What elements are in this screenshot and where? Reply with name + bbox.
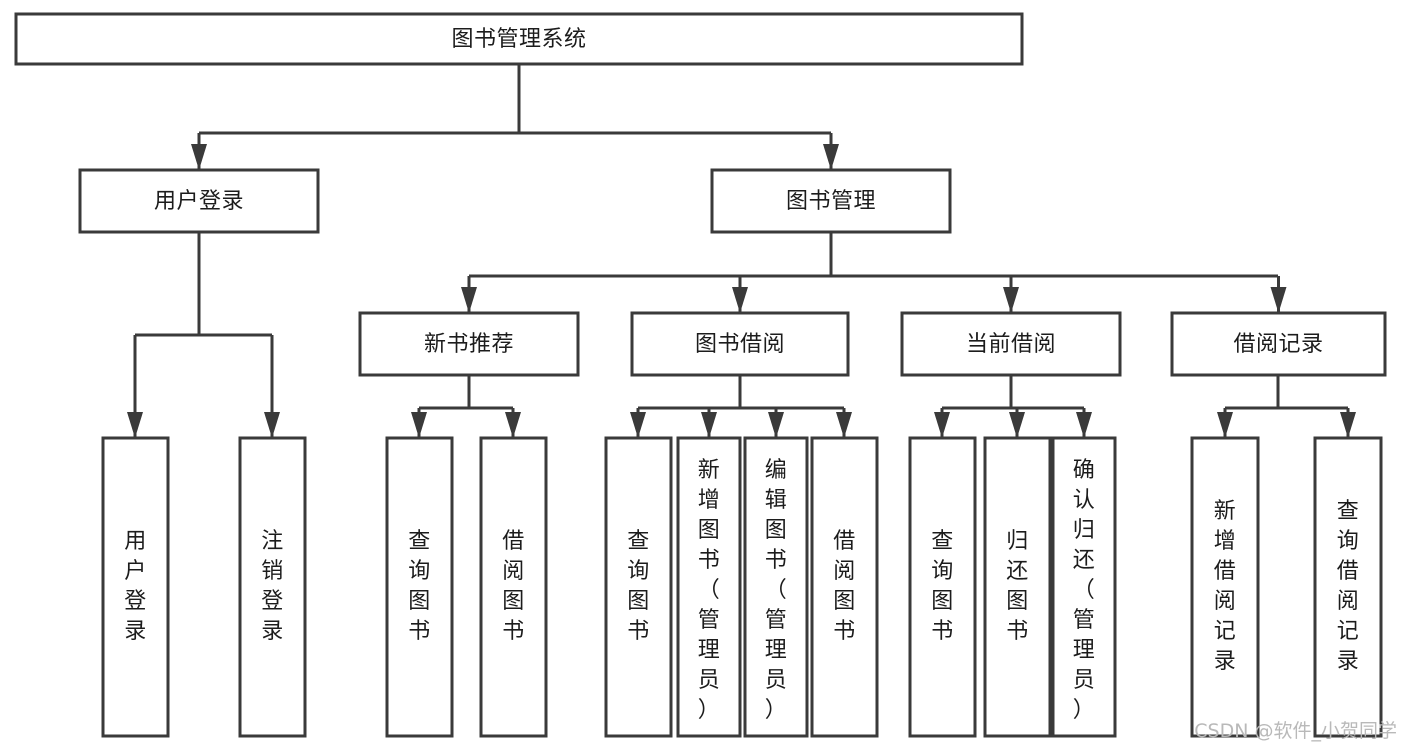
arrow-head-icon	[505, 412, 521, 438]
arrow-head-icon	[1217, 412, 1233, 438]
node-label: 查询图书	[931, 529, 954, 644]
node-box[interactable]	[1190, 436, 1260, 738]
node-label: 图书管理	[786, 189, 876, 214]
leaf-node-查询借阅记录[interactable]: 查询借阅记录	[1313, 436, 1383, 738]
arrow-head-icon	[732, 287, 748, 313]
leaf-node-查询图书[interactable]: 查询图书	[385, 436, 454, 738]
arrow-head-icon	[630, 412, 646, 438]
node-box[interactable]	[810, 436, 879, 738]
node-label: 查询借阅记录	[1337, 499, 1360, 674]
leaf-node-查询图书[interactable]: 查询图书	[908, 436, 977, 738]
node-label: 查询图书	[627, 529, 650, 644]
leaf-node-用户登录[interactable]: 用户登录	[101, 436, 170, 738]
node-box[interactable]	[479, 436, 548, 738]
node-label: 编辑图书（管理员）	[765, 458, 788, 723]
node-box[interactable]	[630, 311, 850, 377]
node-label: 确认归还（管理员）	[1073, 458, 1096, 723]
leaf-node-借阅图书[interactable]: 借阅图书	[479, 436, 548, 738]
node-label: 图书管理系统	[451, 27, 586, 52]
leaf-node-归还图书[interactable]: 归还图书	[983, 436, 1052, 738]
node-box[interactable]	[604, 436, 673, 738]
node-label: 新书推荐	[424, 332, 514, 357]
connector-layer	[127, 64, 1356, 438]
level2-node-用户登录[interactable]: 用户登录	[78, 168, 320, 234]
node-label: 借阅图书	[833, 529, 856, 644]
arrow-head-icon	[411, 412, 427, 438]
node-box[interactable]	[101, 436, 170, 738]
node-box[interactable]	[676, 436, 742, 738]
leaf-node-确认归还管理员[interactable]: 确认归还（管理员）	[1051, 436, 1117, 738]
node-label: 借阅记录	[1233, 332, 1323, 357]
node-box[interactable]	[983, 436, 1052, 738]
node-box[interactable]	[358, 311, 580, 377]
node-layer: 图书管理系统用户登录图书管理新书推荐图书借阅当前借阅借阅记录用户登录注销登录查询…	[14, 12, 1387, 738]
node-box[interactable]	[14, 12, 1024, 66]
arrow-head-icon	[191, 144, 207, 170]
leaf-node-新增图书管理员[interactable]: 新增图书（管理员）	[676, 436, 742, 738]
node-label: 查询图书	[408, 529, 431, 644]
node-box[interactable]	[238, 436, 307, 738]
arrow-head-icon	[836, 412, 852, 438]
leaf-node-注销登录[interactable]: 注销登录	[238, 436, 307, 738]
arrow-head-icon	[264, 412, 280, 438]
level3-node-图书借阅[interactable]: 图书借阅	[630, 311, 850, 377]
node-label: 用户登录	[154, 189, 244, 214]
csdn-watermark: CSDN @软件_小贺同学	[1194, 720, 1397, 742]
arrow-head-icon	[1003, 287, 1019, 313]
node-label: 新增借阅记录	[1214, 499, 1237, 674]
node-label: 借阅图书	[502, 529, 525, 644]
node-box[interactable]	[900, 311, 1122, 377]
node-box[interactable]	[385, 436, 454, 738]
arrow-head-icon	[1270, 287, 1287, 313]
node-label: 新增图书（管理员）	[698, 458, 721, 723]
node-label: 注销登录	[261, 529, 284, 644]
leaf-node-编辑图书管理员[interactable]: 编辑图书（管理员）	[743, 436, 809, 738]
node-box[interactable]	[78, 168, 320, 234]
root-node-图书管理系统[interactable]: 图书管理系统	[14, 12, 1024, 66]
arrow-head-icon	[701, 412, 717, 438]
level3-node-新书推荐[interactable]: 新书推荐	[358, 311, 580, 377]
arrow-head-icon	[127, 412, 143, 438]
level3-node-借阅记录[interactable]: 借阅记录	[1170, 311, 1387, 377]
node-box[interactable]	[743, 436, 809, 738]
node-box[interactable]	[1313, 436, 1383, 738]
node-box[interactable]	[710, 168, 952, 234]
node-label: 当前借阅	[966, 332, 1056, 357]
leaf-node-新增借阅记录[interactable]: 新增借阅记录	[1190, 436, 1260, 738]
node-label: 图书借阅	[695, 332, 785, 357]
arrow-head-icon	[1009, 412, 1025, 438]
arrow-head-icon	[1076, 412, 1092, 438]
node-box[interactable]	[1051, 436, 1117, 738]
level2-node-图书管理[interactable]: 图书管理	[710, 168, 952, 234]
arrow-head-icon	[934, 412, 950, 438]
arrow-head-icon	[1340, 412, 1356, 438]
arrow-head-icon	[823, 144, 839, 170]
arrow-head-icon	[768, 412, 784, 438]
leaf-node-借阅图书[interactable]: 借阅图书	[810, 436, 879, 738]
node-box[interactable]	[1170, 311, 1387, 377]
node-label: 用户登录	[124, 529, 147, 644]
node-label: 归还图书	[1006, 529, 1029, 644]
level3-node-当前借阅[interactable]: 当前借阅	[900, 311, 1122, 377]
leaf-node-查询图书[interactable]: 查询图书	[604, 436, 673, 738]
arrow-head-icon	[461, 287, 477, 313]
node-box[interactable]	[908, 436, 977, 738]
